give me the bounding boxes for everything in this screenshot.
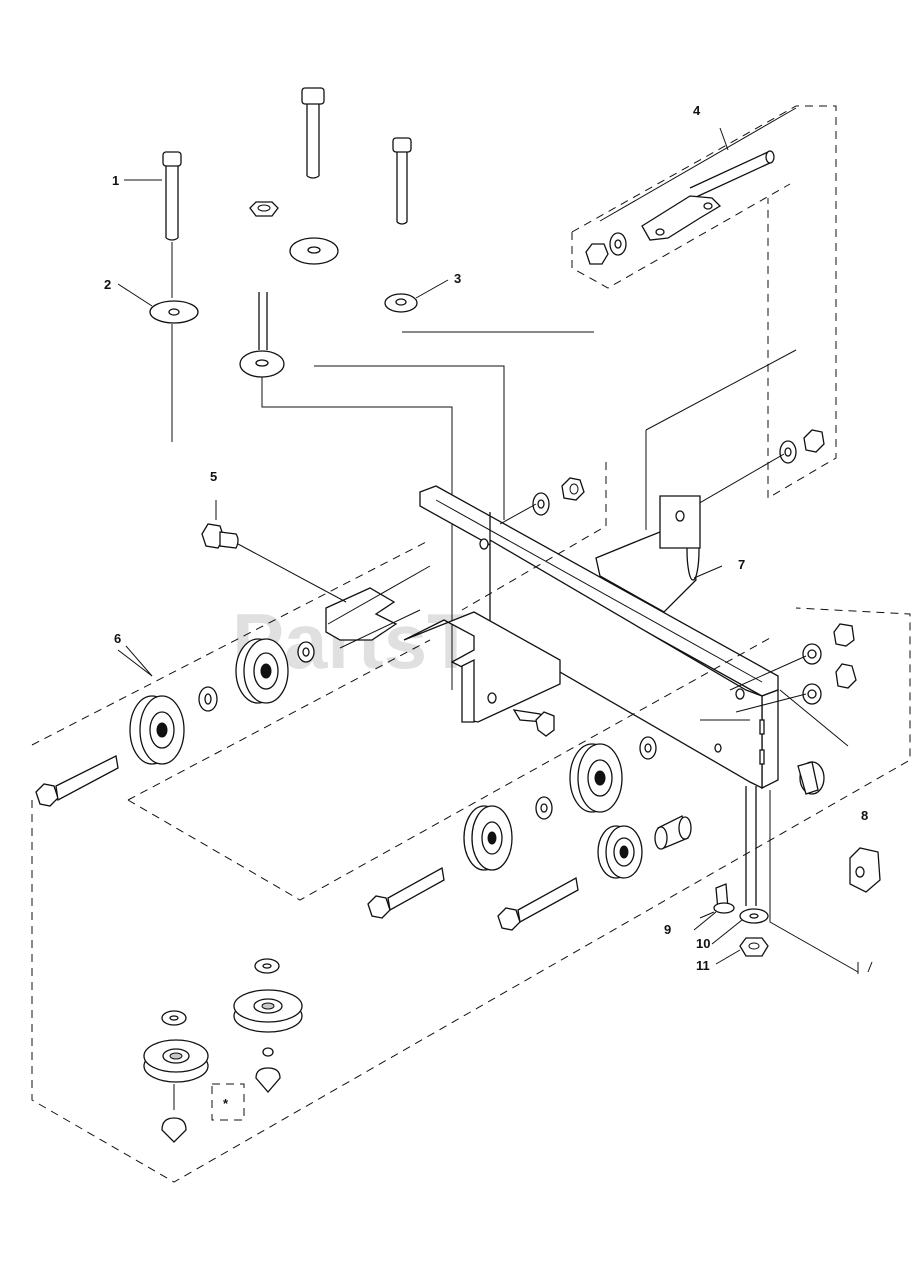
alt-pulley-lower	[143, 1010, 209, 1143]
lock-washer-3	[384, 293, 418, 313]
bolt-1	[162, 151, 182, 241]
washer-10	[739, 908, 769, 924]
washer-pulley-spacer	[198, 686, 218, 712]
spacer	[654, 815, 692, 850]
bushing-right	[797, 761, 825, 795]
bearing-pulley	[597, 825, 643, 879]
nuts-right	[802, 623, 857, 705]
pulley-mid-upper	[569, 743, 623, 813]
pulley-mid-lower	[463, 805, 513, 871]
pivot-rod-4	[641, 150, 775, 241]
callout-6: 6	[114, 631, 121, 646]
nut-top	[249, 201, 279, 217]
pin-9	[713, 883, 735, 914]
callout-5: 5	[210, 469, 217, 484]
washer-mid-2	[535, 796, 553, 820]
shoulder-bolt-5	[201, 523, 239, 549]
hex-bolt-plate	[512, 709, 555, 737]
washer-pulley-upper	[297, 641, 315, 663]
nut-11	[739, 937, 769, 957]
callout-11: 11	[696, 958, 710, 973]
nut-washer-center	[532, 477, 585, 516]
callout-8: 8	[861, 808, 868, 823]
callout-2: 2	[104, 277, 111, 292]
nut-washer-right	[779, 429, 825, 464]
callout-9: 9	[664, 922, 671, 937]
washer-top-center	[289, 237, 339, 265]
callout-star: *	[223, 1096, 229, 1111]
bracket-7	[419, 485, 779, 790]
pulley-6	[129, 695, 185, 765]
callout-1: 1	[112, 173, 119, 188]
nut-washer-4	[585, 232, 627, 265]
callout-4: 4	[693, 103, 701, 118]
alt-pulley-upper	[233, 958, 303, 1093]
washer-mid	[639, 736, 657, 760]
long-bolt-lower	[497, 876, 579, 931]
callout-7: 7	[738, 557, 745, 572]
bolt-center	[301, 87, 325, 179]
washer-2	[149, 300, 199, 324]
callout-3: 3	[454, 271, 461, 286]
long-bolt-6	[35, 755, 119, 807]
washer-lower	[239, 350, 285, 378]
pulley-upper	[235, 638, 289, 704]
callout-10: 10	[696, 936, 710, 951]
bolt-right	[392, 137, 412, 225]
long-bolt-mid	[367, 866, 445, 919]
clip-8	[849, 847, 881, 893]
